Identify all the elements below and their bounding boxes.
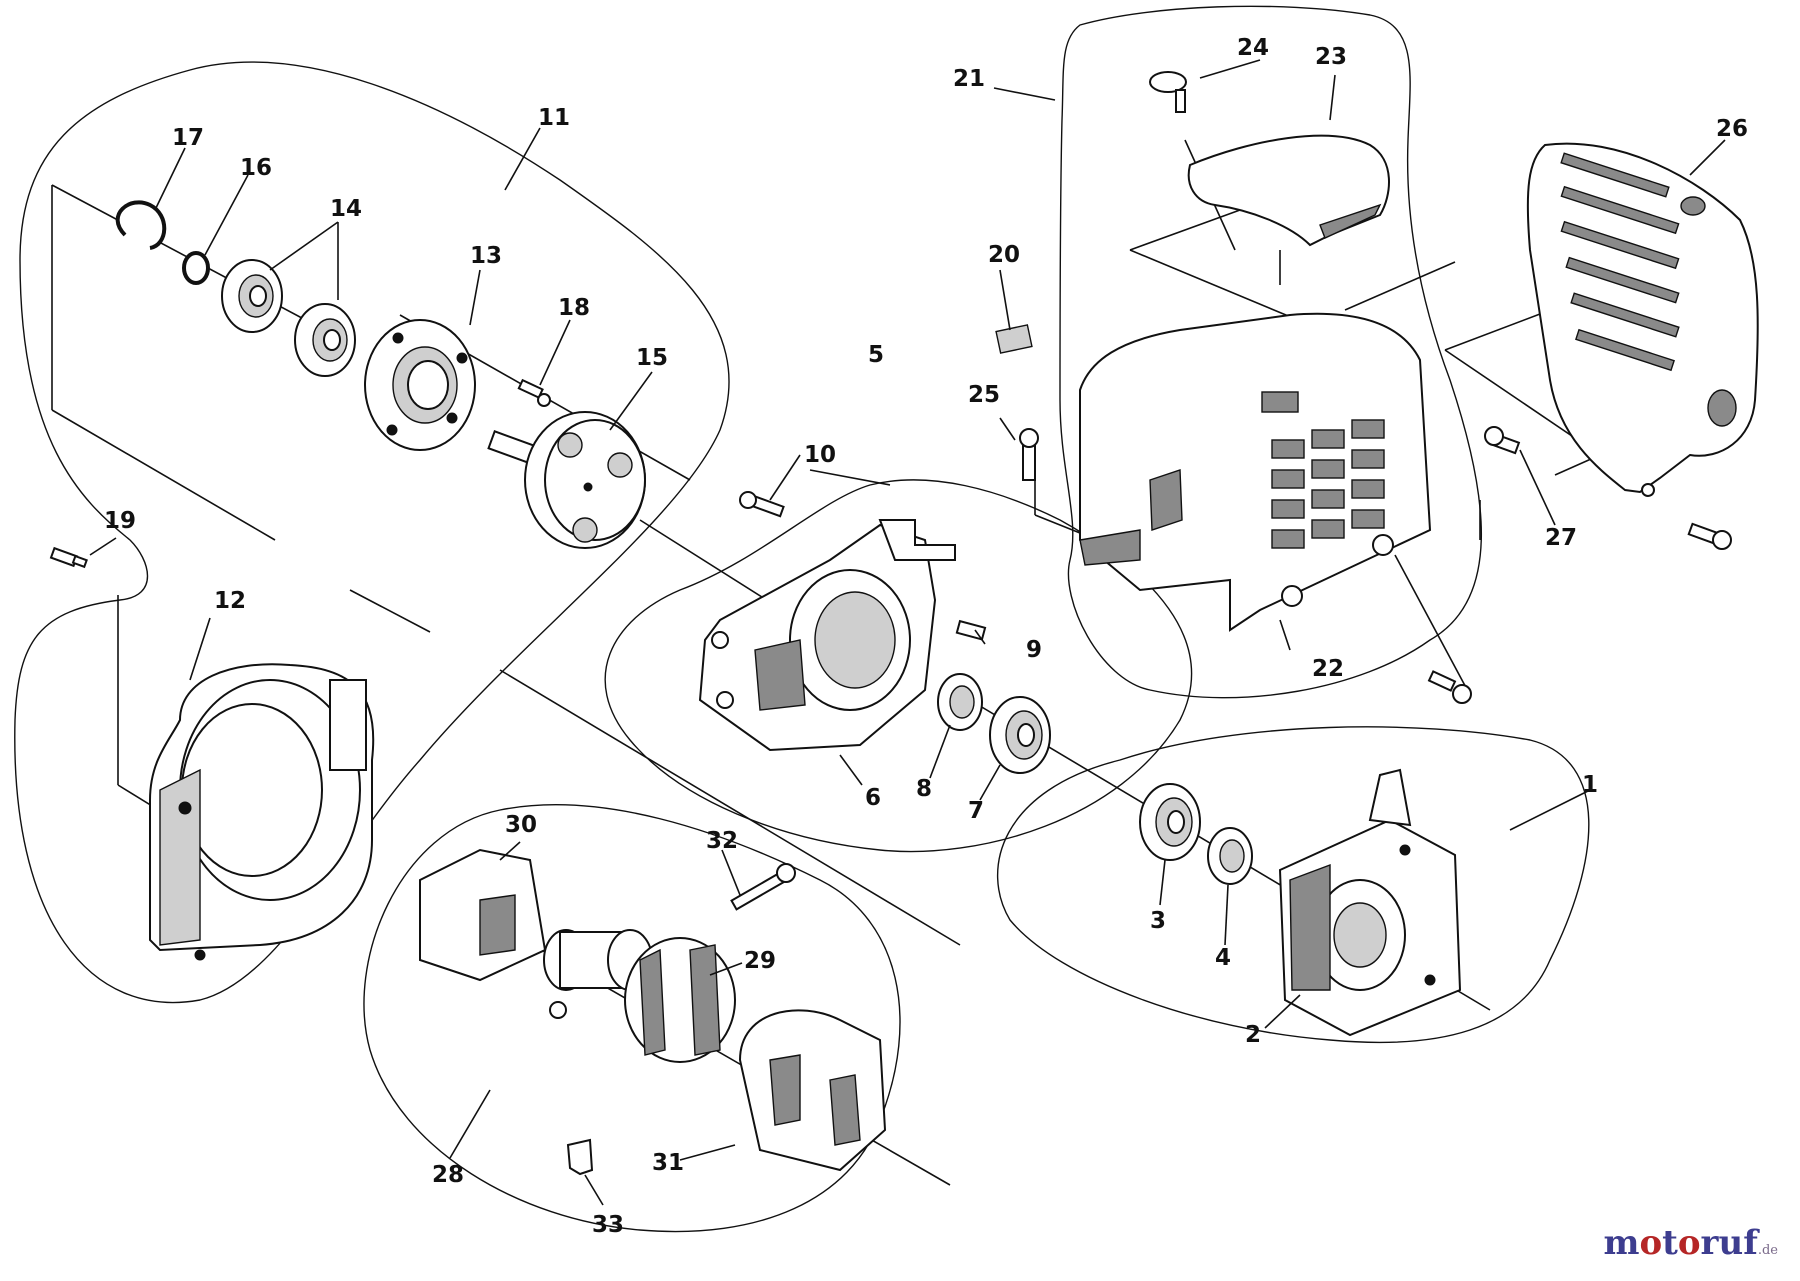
callout-17: 17 bbox=[172, 125, 204, 151]
fan-29 bbox=[624, 937, 736, 1063]
oil-seal-4 bbox=[1207, 827, 1253, 885]
cover-grille bbox=[1271, 419, 1385, 549]
muffler-slots bbox=[1560, 152, 1680, 372]
fan-housing-12 bbox=[149, 663, 375, 961]
screw-19 bbox=[49, 546, 88, 569]
watermark-letter: r bbox=[1700, 1223, 1719, 1263]
cylinder-cover-21 bbox=[1079, 312, 1432, 632]
muffler-cover-26 bbox=[1526, 142, 1759, 497]
callout-13: 13 bbox=[470, 243, 502, 269]
group-outline-28 bbox=[363, 804, 901, 1233]
callout-26: 26 bbox=[1716, 116, 1748, 142]
callout-28: 28 bbox=[432, 1162, 464, 1188]
magnet-segment-30 bbox=[419, 848, 547, 982]
retaining-ring-17 bbox=[115, 200, 167, 250]
callout-9: 9 bbox=[1026, 637, 1042, 663]
bearing-14a bbox=[221, 259, 283, 333]
callout-16: 16 bbox=[240, 155, 272, 181]
screw-27 bbox=[1484, 426, 1521, 455]
callout-7: 7 bbox=[968, 798, 984, 824]
callout-11: 11 bbox=[538, 105, 570, 131]
callout-23: 23 bbox=[1315, 44, 1347, 70]
knob-24 bbox=[1149, 71, 1187, 113]
callout-14: 14 bbox=[330, 196, 362, 222]
washer-16 bbox=[182, 251, 210, 285]
callout-18: 18 bbox=[558, 295, 590, 321]
callout-22: 22 bbox=[1312, 656, 1344, 682]
flange-13 bbox=[364, 319, 476, 451]
callout-32: 32 bbox=[706, 828, 738, 854]
callout-15: 15 bbox=[636, 345, 668, 371]
watermark-letter: t bbox=[1662, 1223, 1678, 1263]
screw-25 bbox=[1019, 428, 1039, 481]
callout-31: 31 bbox=[652, 1150, 684, 1176]
group-outline-1 bbox=[997, 726, 1590, 1044]
group-outline-11 bbox=[14, 61, 730, 1004]
callout-leaders bbox=[89, 59, 1726, 1206]
callout-25: 25 bbox=[968, 382, 1000, 408]
group-outline-5 bbox=[604, 479, 1193, 853]
crankcase-6 bbox=[698, 519, 956, 752]
callout-5: 5 bbox=[868, 342, 884, 368]
callout-4: 4 bbox=[1215, 945, 1231, 971]
callout-29: 29 bbox=[744, 948, 776, 974]
callout-33: 33 bbox=[592, 1212, 624, 1238]
watermark-suffix: .de bbox=[1757, 1243, 1778, 1258]
watermark-letter: o bbox=[1677, 1223, 1701, 1263]
callout-2: 2 bbox=[1245, 1022, 1261, 1048]
callout-3: 3 bbox=[1150, 908, 1166, 934]
clutch-drum-15 bbox=[487, 411, 646, 549]
callout-1: 1 bbox=[1582, 772, 1598, 798]
callout-labels: 1 2 3 4 5 6 7 8 9 10 11 12 13 14 15 16 1… bbox=[104, 35, 1748, 1238]
callout-6: 6 bbox=[865, 785, 881, 811]
watermark-letter: f bbox=[1743, 1223, 1758, 1263]
callout-30: 30 bbox=[505, 812, 537, 838]
callout-10: 10 bbox=[804, 442, 836, 468]
screw-18 bbox=[517, 378, 551, 407]
watermark-letter: m bbox=[1603, 1223, 1640, 1263]
callout-12: 12 bbox=[214, 588, 246, 614]
callout-20: 20 bbox=[988, 242, 1020, 268]
watermark-letter: o bbox=[1639, 1223, 1663, 1263]
bolt-10 bbox=[739, 491, 785, 518]
screw-22 bbox=[1427, 670, 1472, 704]
nut-22 bbox=[1281, 534, 1394, 607]
screw-26b bbox=[1687, 522, 1732, 550]
watermark-letter: u bbox=[1718, 1223, 1744, 1263]
callout-24: 24 bbox=[1237, 35, 1269, 61]
callout-21: 21 bbox=[953, 66, 985, 92]
bearing-3 bbox=[1139, 783, 1201, 861]
magnet-segment-31 bbox=[738, 1009, 887, 1172]
pin-9 bbox=[955, 619, 987, 641]
top-cover-23 bbox=[1187, 134, 1390, 247]
watermark-logo: motoruf.de bbox=[1603, 1223, 1778, 1263]
bearing-7 bbox=[989, 696, 1051, 774]
oil-seal-8 bbox=[937, 673, 983, 731]
clip-33 bbox=[566, 1138, 594, 1176]
callout-19: 19 bbox=[104, 508, 136, 534]
label-20 bbox=[995, 324, 1033, 354]
callout-27: 27 bbox=[1545, 525, 1577, 551]
bolt-32 bbox=[730, 863, 796, 911]
callout-8: 8 bbox=[916, 776, 932, 802]
crankcase-half-2 bbox=[1278, 768, 1462, 1037]
bearing-14b bbox=[294, 303, 356, 377]
watermark-text: motoruf bbox=[1603, 1223, 1757, 1263]
group-outline-21 bbox=[1059, 5, 1482, 699]
